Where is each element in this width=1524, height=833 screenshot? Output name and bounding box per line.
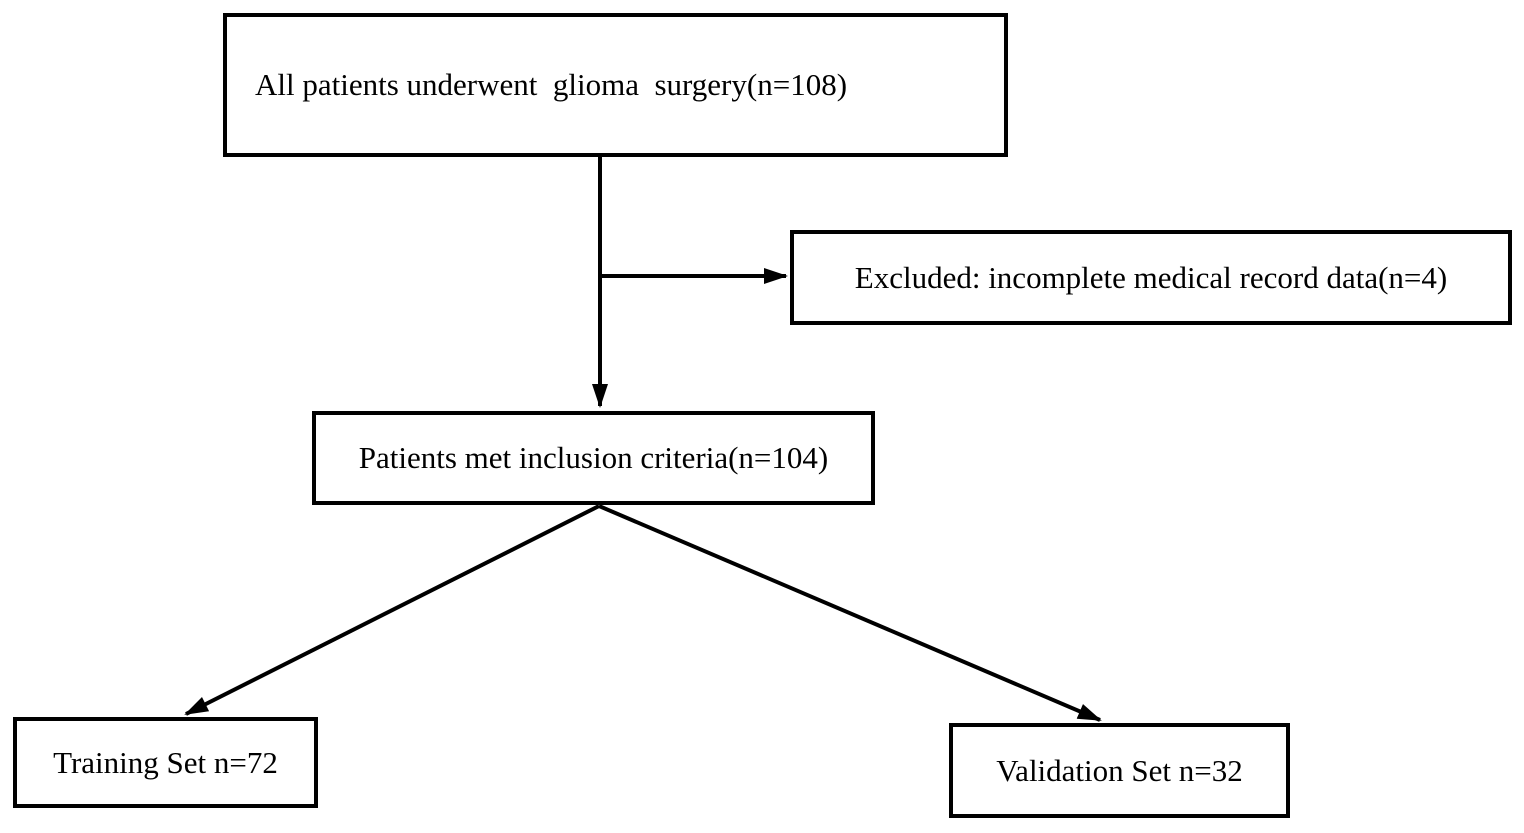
node-training-set: Training Set n=72 bbox=[13, 717, 318, 808]
node-all-patients-label: All patients underwent glioma surgery(n=… bbox=[255, 67, 848, 103]
node-inclusion: Patients met inclusion criteria(n=104) bbox=[312, 411, 875, 505]
node-excluded: Excluded: incomplete medical record data… bbox=[790, 230, 1512, 325]
arrow-inclusion-to-training bbox=[184, 504, 600, 716]
node-validation-set-label: Validation Set n=32 bbox=[996, 752, 1243, 788]
node-excluded-label: Excluded: incomplete medical record data… bbox=[854, 259, 1448, 295]
node-validation-set: Validation Set n=32 bbox=[949, 723, 1290, 818]
node-training-set-label: Training Set n=72 bbox=[53, 744, 278, 780]
node-inclusion-label: Patients met inclusion criteria(n=104) bbox=[358, 440, 829, 476]
node-all-patients: All patients underwent glioma surgery(n=… bbox=[223, 13, 1008, 157]
arrow-inclusion-to-validation bbox=[598, 504, 1102, 722]
